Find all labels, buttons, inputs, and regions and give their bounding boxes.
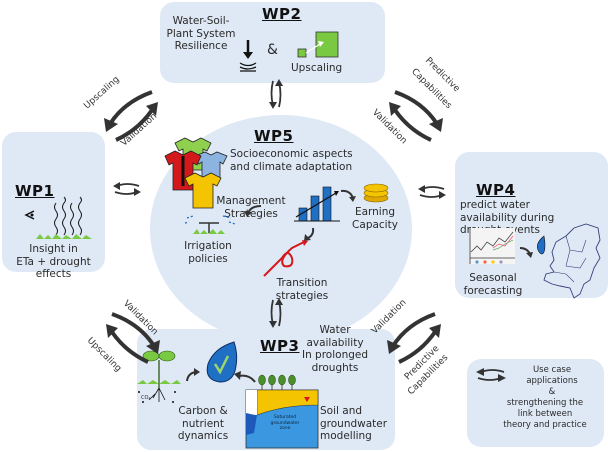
wp1-line: effects (35, 268, 72, 280)
water-line: droughts (311, 361, 359, 374)
soil-groundwater-text: Soil and groundwater modelling (320, 405, 387, 443)
upscaling-icon (297, 31, 339, 58)
wp5-subtitle-line: and climate adaptation (230, 160, 353, 173)
water-line: availability (306, 336, 364, 349)
wp2-box (160, 2, 385, 83)
irrigation-line: policies (188, 252, 228, 265)
carbon-line: nutrient (182, 417, 224, 430)
earning-capacity-label: Earning Capacity (340, 206, 410, 231)
aquifer-line: groundwater (270, 420, 300, 426)
wp4-title: WP4 (476, 181, 516, 199)
exchange-arrows-icon (418, 185, 446, 199)
forecast-line: forecasting (463, 284, 523, 297)
curved-arrow-icon (234, 371, 256, 383)
soil-line: Soil and (320, 405, 363, 417)
upscaling-validation-arrows-icon (104, 90, 158, 142)
legend-line: Use case (532, 365, 572, 375)
exchange-arrows-icon (113, 182, 141, 196)
wp2-resilience-text: Water-Soil- Plant System Resilience (160, 15, 242, 53)
wp2-title: WP2 (262, 5, 302, 23)
validation-predictive-arrows-icon (387, 312, 441, 364)
curved-arrow-icon (519, 247, 533, 258)
exchange-arrows-icon (269, 79, 283, 109)
curved-arrow-icon (340, 189, 356, 202)
transition-line: Transition (276, 277, 328, 289)
seasonal-forecasting-label: Seasonal forecasting (460, 272, 526, 297)
aquifer-line: zone (279, 426, 291, 431)
legend-line: & (548, 387, 556, 397)
forecast-chart-icon (469, 228, 515, 264)
irrigation-line: Irrigation (184, 240, 232, 252)
legend-line: link between (517, 409, 573, 419)
wp1-line: Insight in (29, 243, 78, 255)
aquifer-label: Saturated groundwater zone (250, 415, 320, 432)
carbon-nutrient-text: Carbon & nutrient dynamics (170, 405, 236, 443)
management-line: Management (216, 195, 286, 207)
aquifer-line: Saturated (273, 415, 297, 420)
bar-chart-icon (294, 186, 340, 222)
curved-arrow-icon (244, 205, 262, 217)
sprinkler-icon (184, 215, 236, 234)
transition-line: strategies (275, 289, 329, 302)
soil-line: modelling (320, 430, 372, 442)
management-line: Strategies (224, 207, 278, 220)
water-availability-text: Water availability In prolonged droughts (295, 324, 375, 374)
carbon-line: Carbon & (178, 405, 228, 417)
wp2-ampersand: & (267, 42, 278, 58)
legend-line: theory and practice (503, 420, 587, 430)
wp1-text: Insight in ETa + drought effects (6, 243, 101, 281)
transition-strategies-label: Transition strategies (262, 277, 342, 302)
stakeholder-shirts-icon (164, 137, 228, 209)
legend-line: applications (526, 376, 578, 386)
earning-line: Earning (354, 206, 396, 218)
wp3-title: WP3 (260, 337, 300, 355)
wp2-upscaling-label: Upscaling (291, 62, 343, 74)
seedling-icon (137, 350, 181, 403)
evapotranspiration-icon (24, 196, 92, 239)
curved-arrow-icon (304, 227, 315, 241)
co2-label: CO₂ (141, 395, 151, 401)
irrigation-policies-label: Irrigation policies (175, 240, 241, 265)
exchange-arrows-icon (476, 368, 506, 382)
forecast-line: Seasonal (469, 272, 517, 284)
validation-upscaling-arrows-icon (106, 312, 160, 364)
wp4-line: availability during (460, 211, 555, 224)
wp5-subtitle-line: Socioeconomic aspects (230, 148, 353, 160)
legend-line: strengthening the (506, 398, 584, 408)
curved-arrow-icon (186, 368, 200, 382)
water-line: In prolonged (301, 349, 369, 361)
wp5-subtitle: Socioeconomic aspects and climate adapta… (230, 148, 380, 173)
groundwater-profile-icon (245, 374, 319, 449)
wp2-line: Plant System (166, 27, 236, 40)
transition-curve-icon (263, 240, 308, 277)
earning-line: Capacity (352, 218, 398, 231)
predictive-validation-arrows-icon (389, 90, 443, 142)
wp1-title: WP1 (15, 182, 55, 200)
wp1-line: ETa + drought (16, 255, 91, 268)
exchange-arrows-icon (269, 298, 283, 328)
wp1-box (2, 132, 105, 272)
wp2-line: Resilience (174, 40, 228, 52)
management-strategies-label: Management Strategies (208, 195, 294, 220)
coins-icon (363, 183, 389, 203)
water-line: Water (319, 324, 351, 336)
water-drop-check-icon (206, 341, 238, 383)
wp5-title: WP5 (254, 127, 294, 145)
carbon-line: dynamics (177, 430, 229, 442)
legend-box (467, 359, 604, 447)
legend-text: Use case applications & strengthening th… (490, 365, 608, 431)
wp4-line: predict water (460, 199, 530, 211)
netherlands-map-icon (537, 223, 601, 299)
infiltration-icon (239, 40, 257, 72)
soil-line: groundwater (320, 417, 388, 430)
wp2-line: Water-Soil- (172, 15, 230, 27)
